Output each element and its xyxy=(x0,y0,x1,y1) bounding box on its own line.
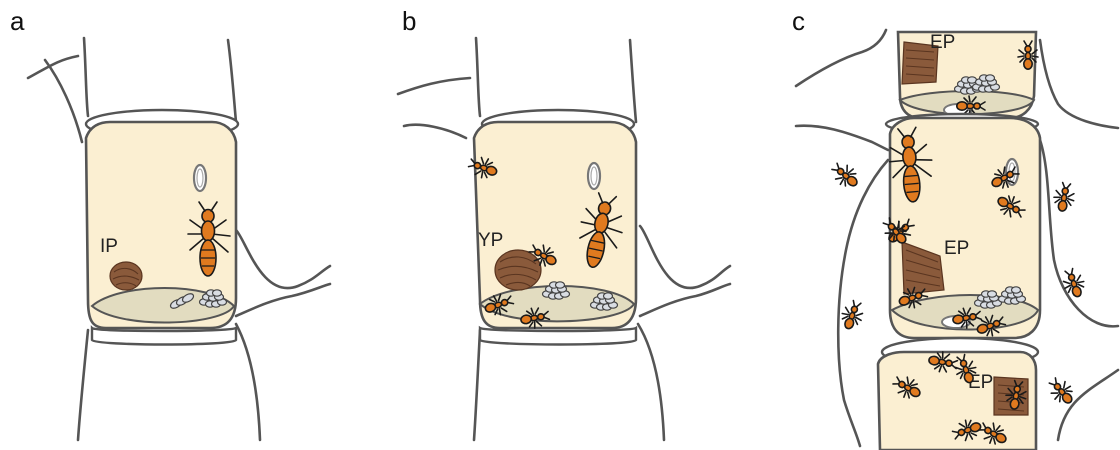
panel-letter-c: c xyxy=(792,6,805,36)
panel-letter-b: b xyxy=(402,6,416,36)
panel-c: c EP EP xyxy=(792,6,1118,450)
panel-letter-a: a xyxy=(10,6,25,36)
incipient-pile xyxy=(110,262,142,290)
label-ep-middle: EP xyxy=(944,238,969,259)
panel-b: b YP xyxy=(398,6,730,440)
worker-ant-icon xyxy=(1059,266,1087,299)
label-yp: YP xyxy=(478,230,503,251)
worker-ant-icon xyxy=(1052,181,1077,212)
panel-a: a IP xyxy=(10,6,330,440)
worker-ant-icon xyxy=(838,298,866,331)
label-ip: IP xyxy=(100,236,118,257)
label-ep-top: EP xyxy=(930,32,955,53)
young-pile xyxy=(495,250,541,290)
seed-icon xyxy=(194,165,206,191)
seed-icon xyxy=(588,163,600,189)
worker-ant-icon xyxy=(828,159,862,192)
